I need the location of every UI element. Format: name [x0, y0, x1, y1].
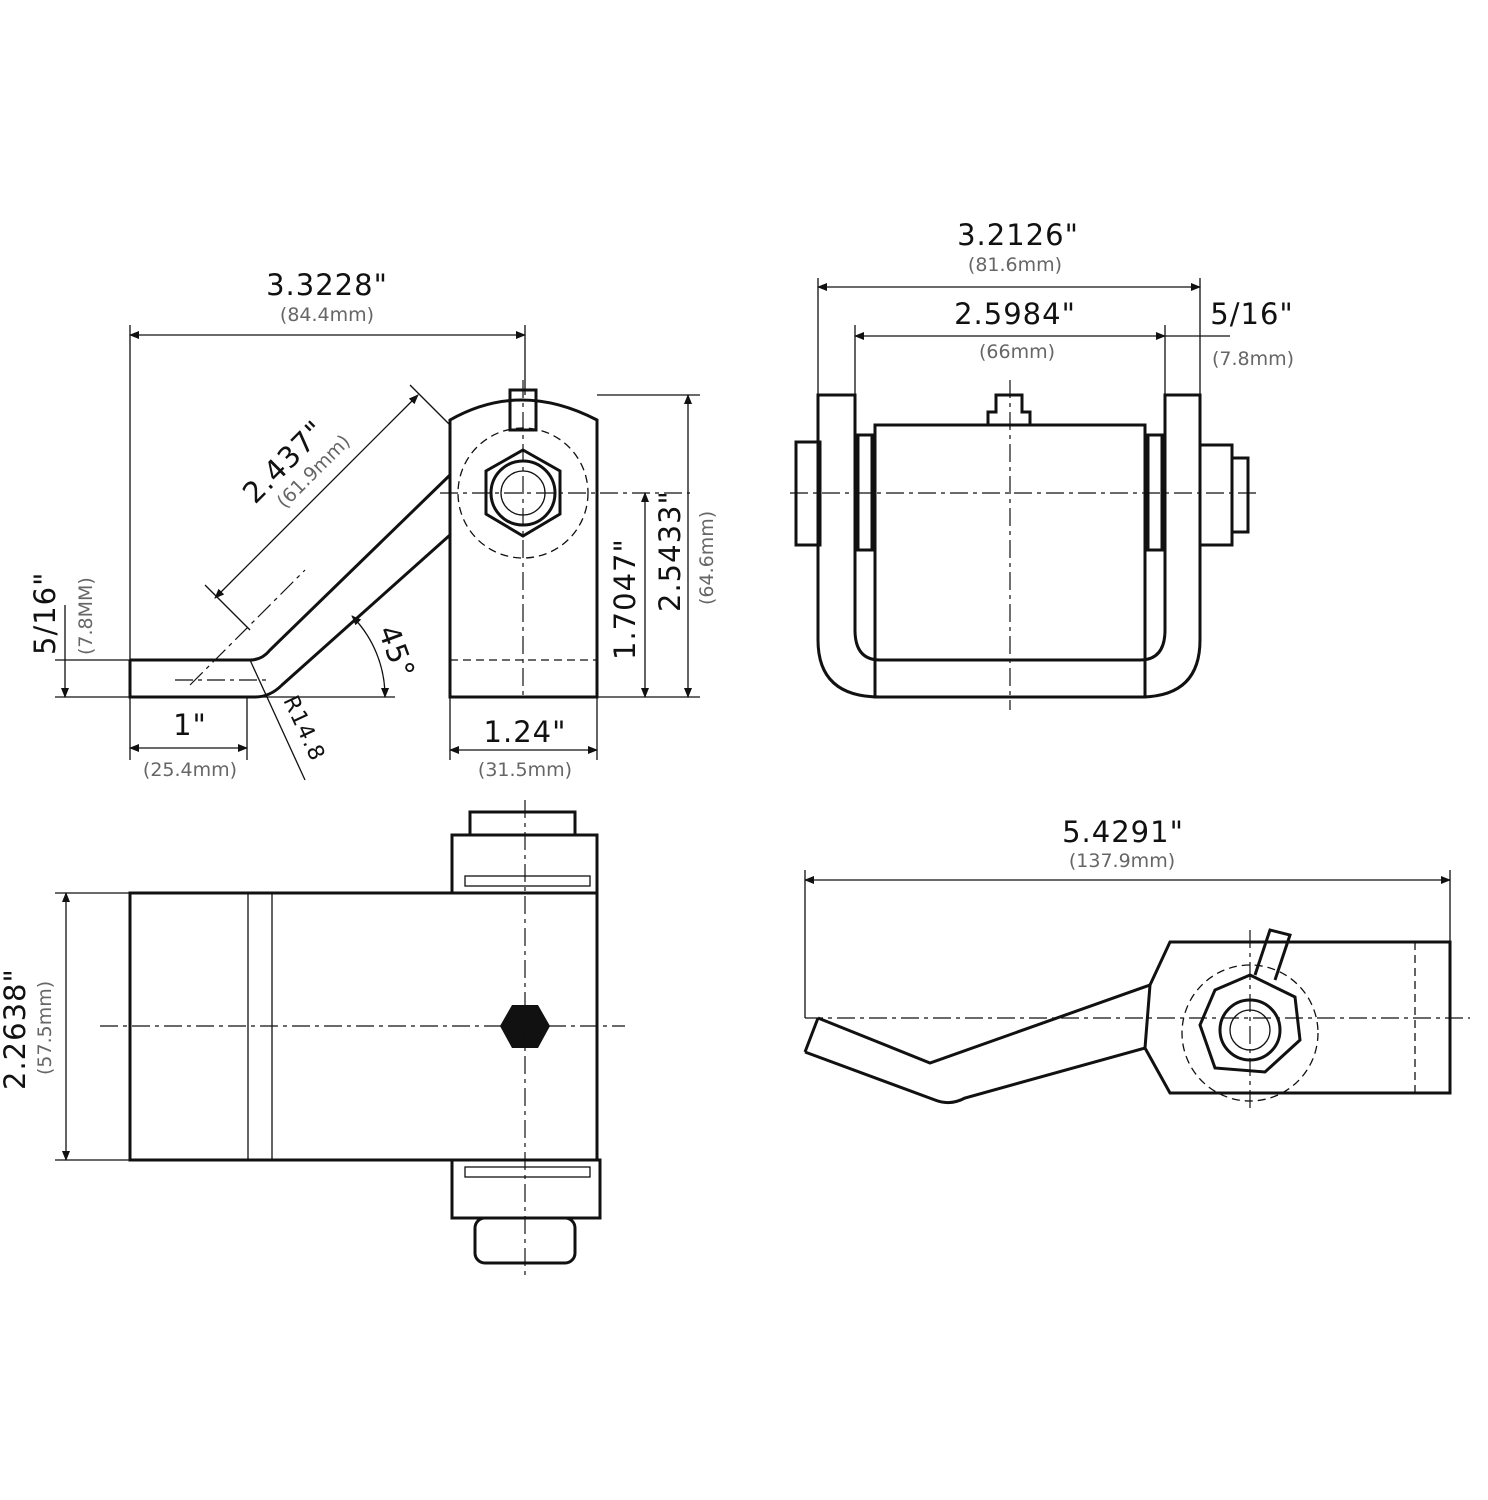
svg-text:(81.6mm): (81.6mm): [968, 254, 1062, 276]
dim-pivot-height: 1.7047": [608, 538, 642, 660]
svg-text:(7.8MM): (7.8MM): [75, 577, 97, 655]
dim-overall-length: 3.3228": [266, 268, 388, 302]
dim-inner-width: 2.5984": [954, 297, 1076, 331]
grease-fitting: [1253, 928, 1292, 981]
svg-text:(66mm): (66mm): [979, 341, 1055, 363]
bracket-plate: [448, 398, 599, 699]
right-nut-icon: [1198, 443, 1234, 547]
dim-plate-width: 1.24": [484, 715, 567, 749]
svg-text:(64.6mm): (64.6mm): [696, 511, 718, 605]
dim-overall-width: 3.2126": [957, 218, 1079, 252]
svg-text:(57.5mm): (57.5mm): [34, 981, 56, 1075]
dim-plate-thickness: 5/16": [1210, 297, 1293, 331]
dim-foot-length: 1": [173, 708, 207, 742]
top-view: 2.2638" (57.5mm): [0, 800, 625, 1280]
front-view: 3.2126" (81.6mm) 2.5984" (66mm) 5/16" (7…: [790, 218, 1294, 710]
svg-text:(84.4mm): (84.4mm): [280, 304, 374, 326]
u-bracket: [816, 393, 1202, 699]
bracket-arm: [803, 983, 1151, 1105]
roller: [873, 423, 1147, 699]
dim-thickness: 5/16": [28, 572, 62, 655]
svg-text:(137.9mm): (137.9mm): [1069, 850, 1175, 872]
dim-radius: R14.8: [278, 692, 330, 765]
dim-width: 2.2638": [0, 968, 32, 1090]
dim-overall-length: 5.4291": [1062, 815, 1184, 849]
svg-text:(7.8mm): (7.8mm): [1212, 348, 1294, 370]
grease-fitting: [986, 393, 1032, 425]
svg-text:(25.4mm): (25.4mm): [143, 759, 237, 781]
nut-icon: [1198, 973, 1302, 1074]
dim-angle: 45°: [371, 621, 422, 684]
dim-plate-height: 2.5433": [653, 490, 687, 612]
angled-view: 5.4291" (137.9mm): [803, 815, 1470, 1110]
side-view: 3.3228" (84.4mm) 2.437" (61.9mm) 5/16" (…: [28, 268, 718, 781]
top-nut-icon: [468, 810, 577, 837]
nut-icon: [484, 448, 562, 538]
svg-text:(31.5mm): (31.5mm): [478, 759, 572, 781]
